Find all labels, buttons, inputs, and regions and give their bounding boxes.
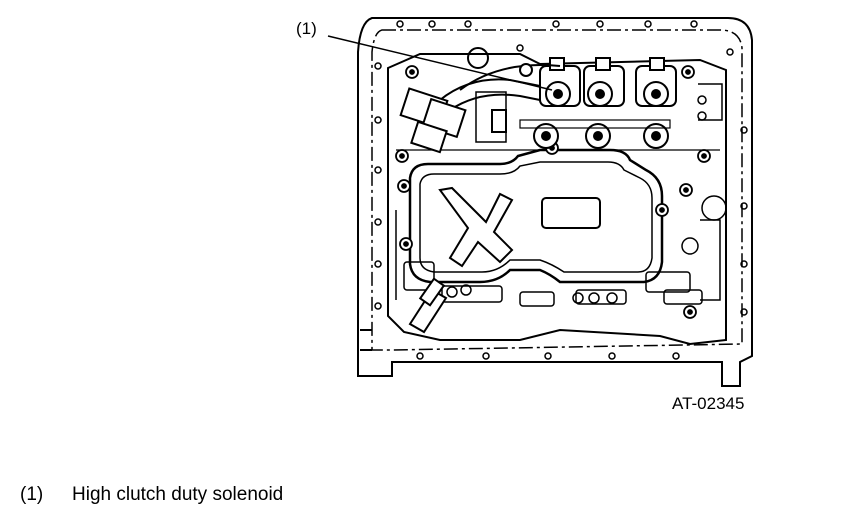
upper-solenoids bbox=[539, 57, 677, 107]
wiring-harness bbox=[399, 47, 561, 154]
figure-code: AT-02345 bbox=[672, 394, 745, 413]
valve-body-details bbox=[395, 95, 727, 334]
legend-item-text: High clutch duty solenoid bbox=[72, 484, 284, 505]
oil-strainer bbox=[408, 148, 664, 284]
callout-label-1: (1) bbox=[296, 19, 317, 38]
housing-outline bbox=[357, 17, 753, 387]
legend-item-number: (1) bbox=[20, 484, 44, 505]
lower-solenoids bbox=[519, 119, 671, 149]
perimeter-bolt-holes bbox=[374, 20, 748, 360]
callout-leader-line bbox=[327, 35, 553, 91]
legend-item: (1) High clutch duty solenoid bbox=[20, 484, 283, 506]
